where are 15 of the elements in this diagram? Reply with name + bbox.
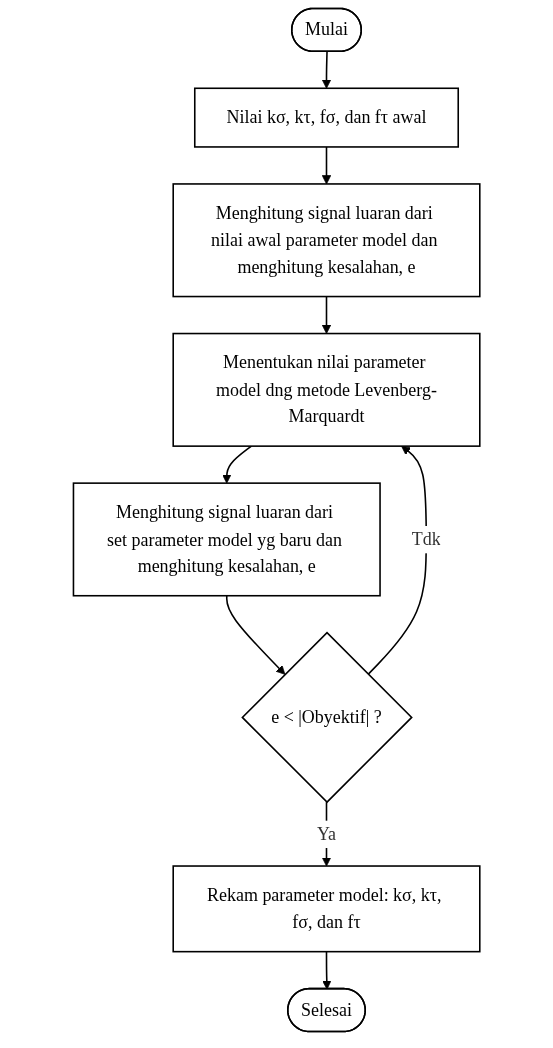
arrow (367, 445, 427, 676)
arrow (321, 51, 331, 89)
arrow (225, 594, 286, 675)
node-box: Menghitung signal luaran dari set parameter model yg baru dan menghitung kesalahan, e (72, 482, 381, 597)
edge-label: Ya (316, 823, 336, 844)
node-box: Nilai kσ, kτ, fσ, dan fτ awal (193, 87, 459, 148)
arrow (321, 295, 331, 334)
node-box: Menghitung signal luaran dari nilai awal parameter model dan menghitung kesalahan, e (172, 183, 481, 298)
node-box: Rekam parameter model: kσ, kτ, fσ, dan fτ (172, 865, 481, 953)
edge-label: Tdk (411, 529, 441, 550)
arrow (321, 146, 331, 185)
arrow (222, 445, 253, 484)
node-diamond: e < |Obyektif| ? (241, 631, 413, 804)
node-box: Menentukan nilai parameter model dng metode Levenberg-Marquardt (172, 332, 481, 447)
arrow (322, 950, 332, 990)
